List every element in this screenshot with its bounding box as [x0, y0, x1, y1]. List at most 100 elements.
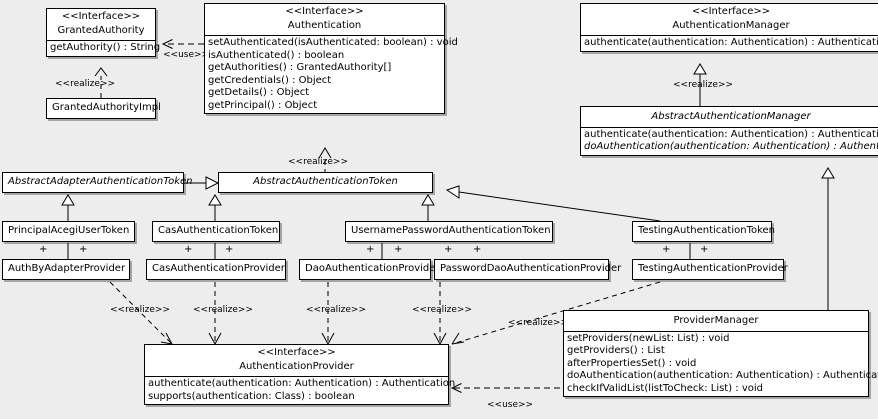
class-methods: authenticate(authentication: Authenticat… — [581, 35, 878, 51]
class-name-label: AbstractAuthenticationManager — [651, 111, 811, 122]
class-name-label: AuthByAdapterProvider — [8, 263, 126, 274]
class-box-abstract-authentication-token[interactable]: AbstractAuthenticationToken — [218, 172, 433, 193]
class-box-granted-authority-impl[interactable]: GrantedAuthorityImpl — [46, 98, 161, 119]
assoc-plus-mark: + — [662, 244, 671, 255]
assoc-plus-mark: + — [473, 244, 482, 255]
method-item: authenticate(authentication: Authenticat… — [584, 128, 878, 140]
method-item: isAuthenticated() : boolean — [208, 49, 345, 61]
method-item: afterPropertiesSet() : void — [567, 357, 697, 369]
class-name-label: DaoAuthenticationProvider — [305, 263, 440, 274]
class-header: <<Interface>> Authentication — [205, 4, 444, 35]
edge-label-use-grantedauthority: <<use>> — [163, 50, 210, 60]
class-header: DaoAuthenticationProvider — [300, 260, 440, 279]
class-header: AuthByAdapterProvider — [3, 260, 129, 279]
edge-testingtoken-extends-abstracttoken — [445, 185, 661, 222]
class-name-label: CasAuthenticationToken — [158, 225, 279, 236]
class-box-cas-authentication-provider[interactable]: CasAuthenticationProvider — [146, 259, 286, 280]
edge-label-realize-passworddaoprovider: <<realize>> — [412, 305, 472, 315]
class-box-authentication-manager[interactable]: <<Interface>> AuthenticationManager auth… — [580, 3, 878, 52]
edge-castoken-extends-abstracttoken — [208, 194, 222, 221]
class-box-authentication-provider[interactable]: <<Interface>> AuthenticationProvider aut… — [144, 344, 456, 405]
class-box-abstract-authentication-manager[interactable]: AbstractAuthenticationManager authentica… — [580, 106, 878, 156]
assoc-plus-mark: + — [700, 244, 709, 255]
class-header: AbstractAdapterAuthenticationToken — [3, 173, 193, 192]
stereotype-label: <<Interface>> — [61, 11, 141, 22]
stereotype-label: <<Interface>> — [257, 347, 336, 358]
class-header: TestingAuthenticationToken — [633, 222, 776, 241]
class-name-label: ProviderManager — [673, 315, 759, 326]
assoc-plus-mark: + — [394, 244, 403, 255]
class-box-cas-authentication-token[interactable]: CasAuthenticationToken — [152, 221, 280, 242]
class-name-label: AbstractAdapterAuthenticationToken — [8, 176, 193, 187]
class-name-label: Authentication — [287, 19, 362, 31]
class-header: <<Interface>> AuthenticationProvider — [145, 345, 448, 376]
assoc-plus-mark: + — [225, 244, 234, 255]
edge-label-realize-abstractauthenticationtoken: <<realize>> — [288, 157, 348, 167]
edge-label-realize-testingprovider: <<realize>> — [508, 318, 568, 328]
class-name-label: PasswordDaoAuthenticationProvider — [440, 263, 622, 274]
method-item: setAuthenticated(isAuthenticated: boolea… — [208, 37, 458, 48]
class-methods: setProviders(newList: List) : void getPr… — [564, 330, 878, 397]
method-item: getPrincipal() : Object — [208, 99, 318, 111]
class-header: TestingAuthenticationProvider — [633, 260, 788, 279]
class-box-authentication[interactable]: <<Interface>> Authentication setAuthenti… — [204, 3, 458, 114]
class-header: CasAuthenticationToken — [153, 222, 279, 241]
class-name-label: GrantedAuthority — [57, 24, 145, 36]
assoc-plus-mark: + — [79, 244, 88, 255]
method-item: checkIfValidList(listToCheck: List) : vo… — [567, 382, 764, 394]
assoc-plus-mark: + — [366, 244, 375, 255]
class-box-dao-authentication-provider[interactable]: DaoAuthenticationProvider — [299, 259, 440, 280]
method-item: getProviders() : List — [567, 345, 665, 356]
class-name-label: TestingAuthenticationProvider — [638, 263, 788, 274]
edge-label-realize-casprovider: <<realize>> — [193, 305, 253, 315]
class-methods: getAuthority() : String — [47, 40, 160, 56]
method-item: doAuthentication(authentication: Authent… — [567, 370, 878, 381]
class-name-label: GrantedAuthorityImpl — [52, 102, 161, 113]
class-name-label: UsernamePasswordAuthenticationToken — [351, 225, 551, 236]
method-item: supports(authentication: Class) : boolea… — [148, 390, 355, 402]
method-item: authenticate(authentication: Authenticat… — [148, 378, 456, 389]
edge-label-use-providermanager: <<use>> — [487, 400, 534, 410]
stereotype-label: <<Interface>> — [691, 6, 771, 17]
class-box-principal-acegi-user-token[interactable]: PrincipalAcegiUserToken — [2, 221, 135, 242]
class-header: CasAuthenticationProvider — [147, 260, 285, 279]
assoc-plus-mark: + — [184, 244, 193, 255]
class-methods: authenticate(authentication: Authenticat… — [581, 126, 878, 155]
class-name-label: CasAuthenticationProvider — [152, 263, 285, 274]
class-name-label: AuthenticationProvider — [239, 360, 354, 372]
edge-token-provider-associations — [67, 243, 691, 259]
edge-label-realize-daoprovider: <<realize>> — [306, 305, 366, 315]
class-name-label: AbstractAuthenticationToken — [253, 176, 398, 187]
class-name-label: AuthenticationManager — [672, 19, 790, 31]
class-box-username-password-authentication-token[interactable]: UsernamePasswordAuthenticationToken — [345, 221, 553, 242]
class-header: GrantedAuthorityImpl — [47, 99, 161, 118]
class-header: PrincipalAcegiUserToken — [3, 222, 134, 241]
class-methods: authenticate(authentication: Authenticat… — [145, 376, 456, 404]
class-header: AbstractAuthenticationManager — [581, 107, 878, 127]
stereotype-label: <<Interface>> — [285, 6, 364, 17]
class-methods: setAuthenticated(isAuthenticated: boolea… — [205, 35, 458, 113]
method-item: doAuthentication(authentication: Authent… — [584, 141, 878, 152]
class-box-abstract-adapter-authentication-token[interactable]: AbstractAdapterAuthenticationToken — [2, 172, 193, 193]
class-box-provider-manager[interactable]: ProviderManager setProviders(newList: Li… — [563, 310, 878, 397]
assoc-plus-mark: + — [39, 244, 48, 255]
edge-principaltoken-extends-abstractadaptertoken — [61, 194, 75, 221]
class-header: <<Interface>> AuthenticationManager — [581, 4, 878, 35]
class-header: UsernamePasswordAuthenticationToken — [346, 222, 552, 241]
class-box-auth-by-adapter-provider[interactable]: AuthByAdapterProvider — [2, 259, 130, 280]
method-item: authenticate(authentication: Authenticat… — [584, 37, 878, 48]
method-item: getCredentials() : Object — [208, 74, 332, 86]
class-name-label: PrincipalAcegiUserToken — [8, 225, 130, 236]
assoc-plus-mark: + — [444, 244, 453, 255]
class-box-testing-authentication-token[interactable]: TestingAuthenticationToken — [632, 221, 776, 242]
class-header: ProviderManager — [564, 311, 868, 331]
edge-label-realize-abstractauthmanager: <<realize>> — [673, 80, 733, 90]
method-item: setProviders(newList: List) : void — [567, 332, 730, 344]
edge-label-realize-grantedauthorityimpl: <<realize>> — [55, 79, 115, 89]
class-name-label: TestingAuthenticationToken — [638, 225, 776, 236]
class-box-testing-authentication-provider[interactable]: TestingAuthenticationProvider — [632, 259, 788, 280]
class-box-password-dao-authentication-provider[interactable]: PasswordDaoAuthenticationProvider — [434, 259, 622, 280]
class-header: AbstractAuthenticationToken — [219, 173, 432, 192]
class-box-granted-authority[interactable]: <<Interface>> GrantedAuthority getAuthor… — [46, 8, 160, 57]
